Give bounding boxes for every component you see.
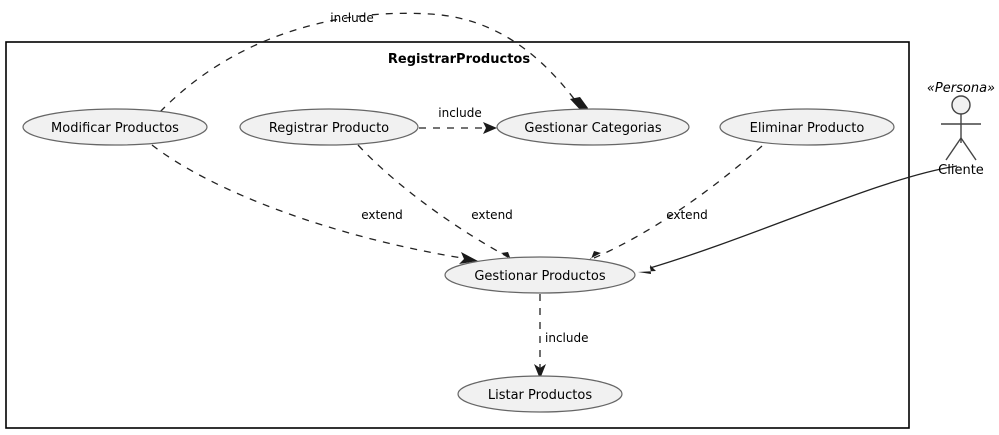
use-case-ellipse[interactable] <box>496 108 690 146</box>
actor-left-leg-icon <box>945 137 962 161</box>
use-case-ellipse[interactable] <box>719 108 895 146</box>
use-case-label: Gestionar Categorias <box>524 121 661 136</box>
actor-head-icon <box>951 95 971 115</box>
edge-label-extend-modificar-gestionar: extend <box>361 208 403 222</box>
use-case-ellipse[interactable] <box>457 375 623 413</box>
use-case-label: Gestionar Productos <box>474 269 606 284</box>
edge-label-include-gestionar-listar: include <box>545 331 588 345</box>
edge-label-extend-registrar-gestionar: extend <box>471 208 513 222</box>
arrowhead-gestionar-listar <box>534 364 546 379</box>
use-case-listar-productos[interactable]: Listar Productos <box>457 375 623 413</box>
edge-eliminar-extend-gestionar <box>593 145 763 259</box>
edge-label-include-modificar-categorias: include <box>330 11 373 25</box>
edge-label-include-registrar-categorias: include <box>438 106 481 120</box>
actor-name-label: Cliente <box>938 163 984 178</box>
use-case-gestionar-productos[interactable]: Gestionar Productos <box>444 256 636 294</box>
use-case-label: Listar Productos <box>488 388 592 403</box>
use-case-registrar-producto[interactable]: Registrar Producto <box>239 108 419 146</box>
use-case-ellipse[interactable] <box>444 256 636 294</box>
use-case-eliminar-producto[interactable]: Eliminar Producto <box>719 108 895 146</box>
edge-label-extend-eliminar-gestionar: extend <box>666 208 708 222</box>
arrowhead-registrar-categorias <box>483 122 497 134</box>
use-case-modificar-productos[interactable]: Modificar Productos <box>22 108 208 146</box>
arrowhead-registrar-gestionar <box>501 252 517 262</box>
edge-modificar-extend-gestionar <box>151 144 469 260</box>
package-boundary-registrarproductos <box>5 41 910 429</box>
actor-right-leg-icon <box>960 137 977 161</box>
actor-stereotype-label: «Persona» <box>927 81 995 96</box>
use-case-ellipse[interactable] <box>22 108 208 146</box>
arrowhead-cliente-gestionar <box>638 265 656 274</box>
arrowhead-eliminar-gestionar <box>584 251 601 262</box>
edge-cliente-gestionar <box>649 165 958 269</box>
edge-registrar-extend-gestionar <box>357 144 509 258</box>
package-title: RegistrarProductos <box>388 52 530 67</box>
use-case-ellipse[interactable] <box>239 108 419 146</box>
use-case-label: Registrar Producto <box>269 121 389 136</box>
use-case-label: Eliminar Producto <box>750 121 865 136</box>
actor-cliente[interactable]: «Persona» Cliente <box>927 81 995 178</box>
use-case-label: Modificar Productos <box>51 121 179 136</box>
use-case-gestionar-categorias[interactable]: Gestionar Categorias <box>496 108 690 146</box>
arrowhead-modificar-gestionar <box>459 252 478 264</box>
